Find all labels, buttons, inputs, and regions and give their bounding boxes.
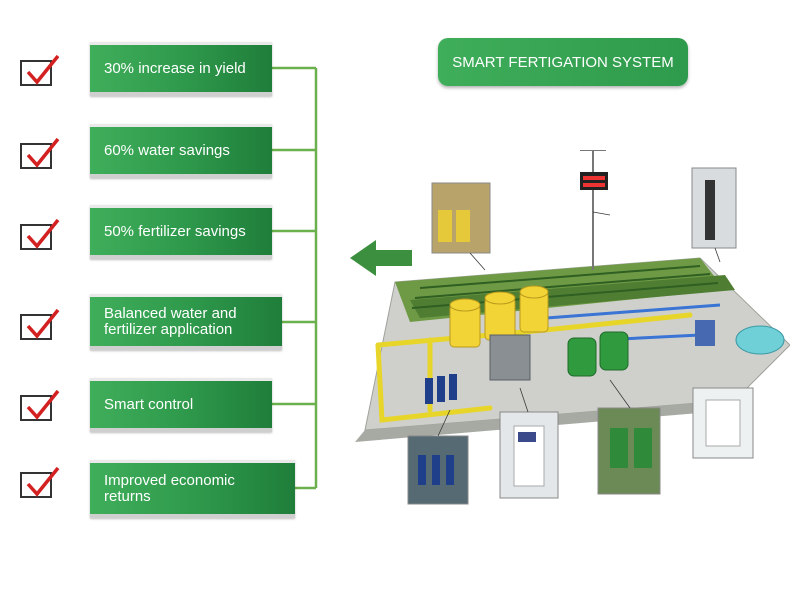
fertilizer-tanks xyxy=(449,285,549,348)
checkbox-icon xyxy=(20,137,60,169)
benefit-fertilizer-savings: 50% fertilizer savings xyxy=(90,205,272,259)
mixing-station xyxy=(489,334,531,381)
diagram-title: SMART FERTIGATION SYSTEM xyxy=(438,38,688,86)
control-cabinet xyxy=(695,320,715,346)
weather-station xyxy=(580,150,608,270)
checkbox-icon xyxy=(20,54,60,86)
water-pool xyxy=(735,325,785,355)
left-arrow-icon xyxy=(350,240,412,276)
checkbox-icon xyxy=(20,308,60,340)
checkbox-icon xyxy=(20,218,60,250)
checkbox-icon xyxy=(20,466,60,498)
fertigation-system-illustration xyxy=(355,150,790,505)
checkbox-icon xyxy=(20,389,60,421)
benefit-yield: 30% increase in yield xyxy=(90,42,272,96)
disc-filters xyxy=(425,374,457,404)
benefit-balanced-application: Balanced water and fertilizer applicatio… xyxy=(90,294,282,350)
benefit-economic-returns: Improved economic returns xyxy=(90,460,295,518)
benefit-smart-control: Smart control xyxy=(90,378,272,432)
benefit-water-savings: 60% water savings xyxy=(90,124,272,178)
filter-tanks xyxy=(567,331,629,377)
